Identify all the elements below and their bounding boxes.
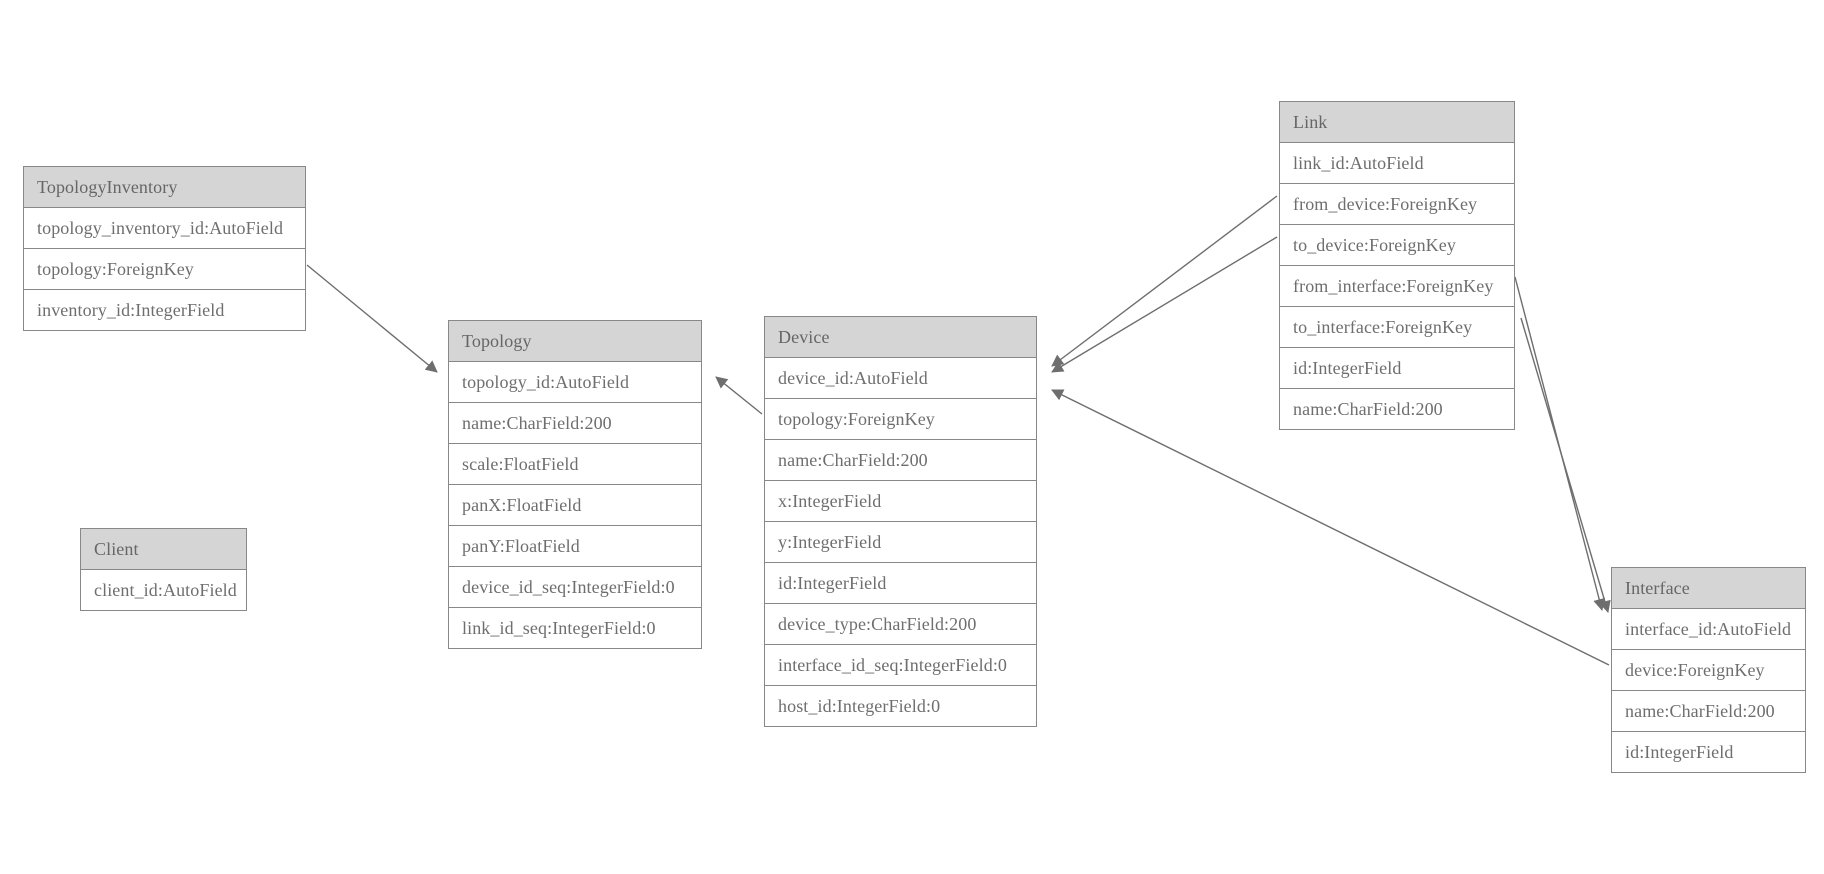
- entity-field[interactable]: topology_id:AutoField: [449, 362, 701, 403]
- edge-interface-to-device: [1051, 389, 1610, 666]
- entity-field[interactable]: name:CharField:200: [765, 440, 1036, 481]
- entity-field[interactable]: x:IntegerField: [765, 481, 1036, 522]
- entity-field[interactable]: scale:FloatField: [449, 444, 701, 485]
- entity-field[interactable]: to_interface:ForeignKey: [1280, 307, 1514, 348]
- entity-field[interactable]: name:CharField:200: [1612, 691, 1805, 732]
- entity-field[interactable]: name:CharField:200: [449, 403, 701, 444]
- entity-field[interactable]: from_device:ForeignKey: [1280, 184, 1514, 225]
- entity-field[interactable]: interface_id_seq:IntegerField:0: [765, 645, 1036, 686]
- entity-field[interactable]: y:IntegerField: [765, 522, 1036, 563]
- edge-link-frominterface-to-interface: [1514, 276, 1606, 611]
- edge-topologyinventory-to-topology: [306, 264, 438, 373]
- entity-field[interactable]: id:IntegerField: [1612, 732, 1805, 772]
- entity-field[interactable]: topology_inventory_id:AutoField: [24, 208, 305, 249]
- entity-field[interactable]: inventory_id:IntegerField: [24, 290, 305, 330]
- entity-title-client: Client: [81, 529, 246, 570]
- entity-field[interactable]: id:IntegerField: [765, 563, 1036, 604]
- edge-link-fromdevice-to-device: [1051, 195, 1278, 367]
- entity-field[interactable]: from_interface:ForeignKey: [1280, 266, 1514, 307]
- entity-field[interactable]: panX:FloatField: [449, 485, 701, 526]
- entity-field[interactable]: client_id:AutoField: [81, 570, 246, 610]
- edge-link-tointerface-to-interface: [1520, 317, 1611, 613]
- entity-title-device: Device: [765, 317, 1036, 358]
- entity-field[interactable]: link_id_seq:IntegerField:0: [449, 608, 701, 648]
- entity-field[interactable]: device_id_seq:IntegerField:0: [449, 567, 701, 608]
- entity-field[interactable]: device_id:AutoField: [765, 358, 1036, 399]
- entity-title-link: Link: [1280, 102, 1514, 143]
- entity-field[interactable]: name:CharField:200: [1280, 389, 1514, 429]
- entity-title-topology: Topology: [449, 321, 701, 362]
- entity-title-interface: Interface: [1612, 568, 1805, 609]
- entity-field[interactable]: interface_id:AutoField: [1612, 609, 1805, 650]
- entity-field[interactable]: id:IntegerField: [1280, 348, 1514, 389]
- entity-field[interactable]: panY:FloatField: [449, 526, 701, 567]
- entity-field[interactable]: topology:ForeignKey: [24, 249, 305, 290]
- entity-field[interactable]: device:ForeignKey: [1612, 650, 1805, 691]
- entity-field[interactable]: to_device:ForeignKey: [1280, 225, 1514, 266]
- edge-link-todevice-to-device: [1051, 236, 1278, 373]
- entity-field[interactable]: host_id:IntegerField:0: [765, 686, 1036, 726]
- entity-title-topology_inventory: TopologyInventory: [24, 167, 305, 208]
- entity-field[interactable]: topology:ForeignKey: [765, 399, 1036, 440]
- entity-field[interactable]: link_id:AutoField: [1280, 143, 1514, 184]
- entity-field[interactable]: device_type:CharField:200: [765, 604, 1036, 645]
- edge-device-to-topology: [715, 376, 763, 415]
